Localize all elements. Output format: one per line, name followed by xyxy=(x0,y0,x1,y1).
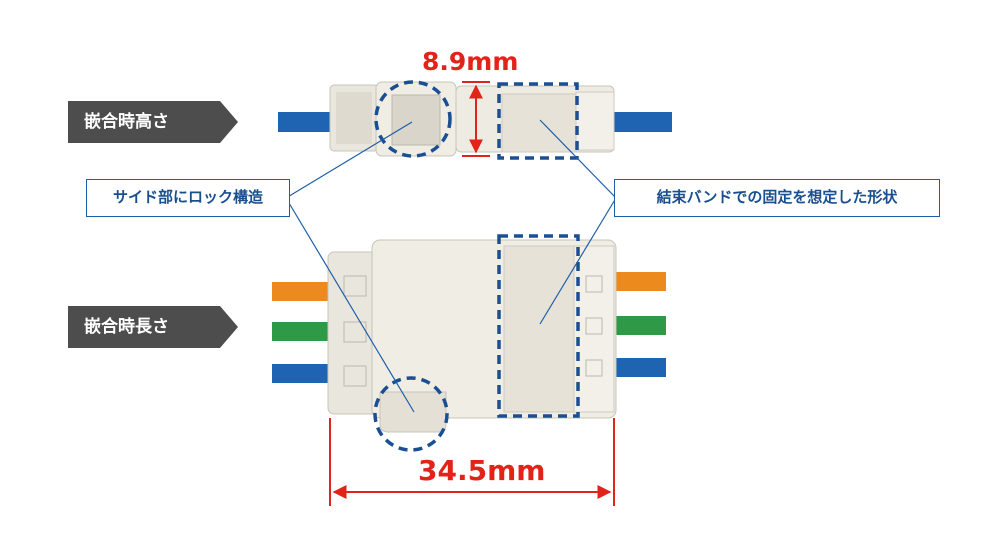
top-left-wire xyxy=(278,112,340,132)
top-connector-view xyxy=(278,81,672,157)
mating-height-label: 嵌合時高さ xyxy=(84,112,169,132)
cable-tie-callout: 結束バンドでの固定を想定した形状 xyxy=(614,179,940,217)
callout-leader-lines xyxy=(285,119,617,413)
length-dimension xyxy=(329,418,615,506)
bottom-left-wire-orange xyxy=(272,282,332,301)
top-lock-circle xyxy=(374,80,452,158)
bottom-right-wire-orange xyxy=(614,272,666,291)
bottom-tie-box xyxy=(497,234,580,418)
mating-length-tag: 嵌合時長さ xyxy=(68,306,238,348)
bottom-left-wire-blue xyxy=(272,364,332,383)
top-tie-box xyxy=(497,82,579,160)
height-dimension xyxy=(462,81,490,157)
mating-height-tag: 嵌合時高さ xyxy=(68,101,238,143)
mating-length-label: 嵌合時長さ xyxy=(84,317,169,337)
height-dimension-value: 8.9mm xyxy=(422,47,519,76)
top-right-wire xyxy=(612,112,672,132)
bottom-connector-view xyxy=(272,239,666,433)
bottom-lock-tab xyxy=(379,391,447,433)
cable-tie-callout-text: 結束バンドでの固定を想定した形状 xyxy=(656,188,898,206)
bottom-lock-circle xyxy=(373,376,449,452)
highlight-markers xyxy=(373,80,580,452)
bottom-right-wire-green xyxy=(614,316,666,335)
bottom-left-wire-green xyxy=(272,322,332,341)
side-lock-callout-text: サイド部にロック構造 xyxy=(112,188,263,206)
bottom-right-wire-blue xyxy=(614,358,666,377)
length-dimension-value: 34.5mm xyxy=(418,454,546,487)
bottom-tie-channel xyxy=(503,245,575,413)
side-lock-callout: サイド部にロック構造 xyxy=(86,179,290,217)
